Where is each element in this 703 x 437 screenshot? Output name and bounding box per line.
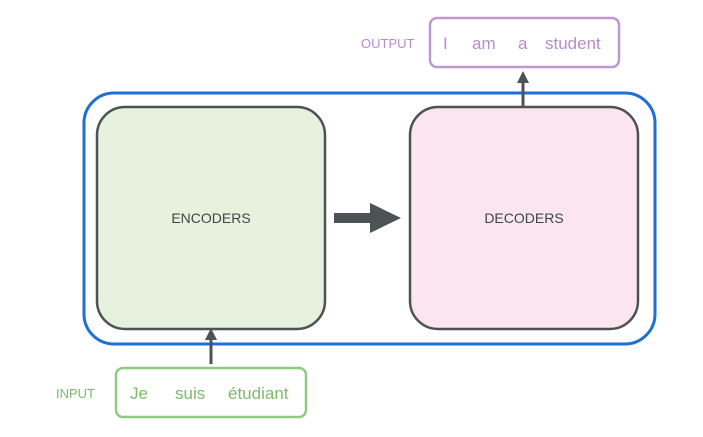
input-token: Je: [130, 384, 148, 403]
decoders-block: DECODERS: [408, 105, 640, 331]
input-arrow: [205, 328, 217, 364]
output-token: a: [518, 34, 528, 53]
input-box: [114, 366, 308, 419]
output-token: student: [545, 34, 601, 53]
input-label: INPUT: [56, 386, 95, 401]
input-token: étudiant: [228, 384, 289, 403]
encoder-decoder-container: [82, 91, 657, 346]
output-block: OUTPUT I am a student: [361, 16, 621, 69]
output-token: I: [443, 34, 448, 53]
output-label: OUTPUT: [361, 36, 415, 51]
input-token: suis: [175, 384, 205, 403]
encoders-block: ENCODERS: [95, 105, 327, 331]
output-arrow: [517, 71, 529, 107]
output-token: am: [472, 34, 496, 53]
encoders-label: ENCODERS: [171, 210, 250, 226]
input-block: INPUT Je suis étudiant: [56, 366, 308, 419]
decoders-label: DECODERS: [484, 210, 563, 226]
output-box: [428, 16, 621, 69]
encoder-to-decoder-arrow: [334, 203, 401, 233]
